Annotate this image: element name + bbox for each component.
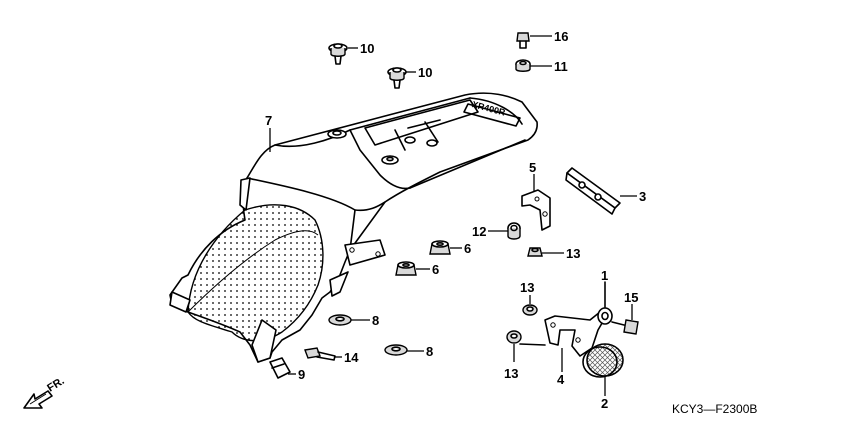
plate-part-3	[565, 167, 621, 215]
nut-part-13b	[522, 304, 538, 316]
bolt-part-14	[304, 347, 336, 361]
nut-part-13a	[527, 247, 543, 257]
collar-part-1	[597, 281, 613, 325]
callout-13a: 13	[566, 246, 580, 261]
callout-8a: 8	[372, 313, 379, 328]
callout-2: 2	[601, 396, 608, 411]
callout-13c: 13	[504, 366, 518, 381]
callout-13b: 13	[520, 280, 534, 295]
nut-part-13c	[506, 330, 522, 344]
nut-part-6a	[429, 240, 451, 255]
nut-part-11	[515, 59, 531, 72]
callout-11: 11	[554, 59, 568, 74]
callout-14: 14	[344, 350, 359, 365]
callout-8b: 8	[426, 344, 433, 359]
callout-12: 12	[472, 224, 486, 239]
callout-1: 1	[601, 268, 608, 283]
washer-part-8b	[384, 344, 408, 356]
bolt-part-15	[611, 319, 639, 335]
callout-16: 16	[554, 29, 568, 44]
grommet-part-10a	[328, 43, 348, 65]
callout-3: 3	[639, 189, 646, 204]
front-direction-arrow: FR.	[23, 375, 67, 409]
callout-15: 15	[624, 290, 638, 305]
bracket-part-5	[521, 189, 551, 231]
rear-fender: XR400R	[169, 92, 538, 363]
callout-7: 7	[265, 113, 272, 128]
bracket-part-4	[519, 311, 606, 357]
collar-part-12	[507, 222, 521, 240]
grommet-part-10b	[387, 67, 407, 89]
nut-part-6b	[395, 261, 417, 276]
callout-4: 4	[557, 372, 565, 387]
diagram-code: KCY3—F2300B	[672, 402, 757, 416]
callout-6b: 6	[432, 262, 439, 277]
callout-10b: 10	[418, 65, 432, 80]
clip-part-9	[269, 357, 291, 379]
bolt-part-16	[516, 32, 530, 49]
callout-10a: 10	[360, 41, 374, 56]
washer-part-8a	[328, 314, 352, 326]
callout-9: 9	[298, 367, 305, 382]
callout-5: 5	[529, 160, 536, 175]
callout-6a: 6	[464, 241, 471, 256]
